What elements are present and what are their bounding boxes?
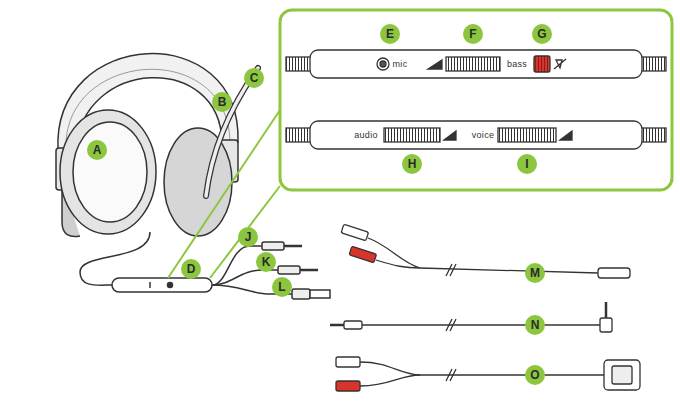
- cable: [362, 324, 600, 325]
- control-bottom: [286, 121, 666, 149]
- level-wedge: [428, 60, 442, 69]
- usb-plug: [292, 289, 310, 299]
- control-label: audio: [354, 130, 378, 140]
- inset-frame: [280, 10, 672, 190]
- plug-tip: [330, 324, 344, 327]
- accessory-cables: [330, 224, 640, 391]
- ear-cup-front: [60, 110, 156, 234]
- rca-plug-red: [349, 246, 377, 263]
- callout-letter: C: [244, 68, 264, 88]
- cable: [212, 270, 278, 285]
- cable: [360, 375, 420, 386]
- audio-plug: [344, 321, 362, 329]
- rca-socket-white: [336, 357, 360, 367]
- inline-control: [112, 278, 212, 292]
- control-label: mic: [393, 59, 408, 69]
- usb-tip: [310, 290, 330, 298]
- rca-plug-white: [341, 224, 369, 241]
- callout-letter: G: [532, 24, 552, 44]
- strain-relief: [286, 128, 312, 142]
- extension-jack: [598, 268, 630, 278]
- strain-relief: [640, 57, 666, 71]
- control-label: bass: [507, 59, 527, 69]
- level-wedge: [444, 131, 456, 140]
- callout-letter: K: [256, 252, 276, 272]
- control-mark: [149, 282, 151, 288]
- cable: [376, 260, 420, 268]
- callout-letter: E: [380, 24, 400, 44]
- callout-letter: N: [525, 315, 545, 335]
- mute-icon: [554, 59, 566, 69]
- control-top: [286, 50, 666, 78]
- audio-plug: [262, 242, 284, 250]
- cable: [80, 232, 150, 285]
- cable: [368, 238, 598, 273]
- connector-face: [612, 366, 632, 384]
- plug-tip: [605, 302, 608, 318]
- plug-tip: [284, 245, 302, 248]
- console-connector: [604, 360, 640, 390]
- strain-relief: [640, 128, 666, 142]
- callout-letter: L: [272, 277, 292, 297]
- control-mark: [168, 283, 173, 288]
- inset-leader: [210, 186, 280, 278]
- strain-relief: [286, 57, 312, 71]
- ear-cup-back: [164, 128, 232, 236]
- cable-break: [446, 319, 456, 331]
- mute-slider: [534, 56, 550, 72]
- level-wedge: [560, 131, 572, 140]
- cable-break: [446, 369, 456, 381]
- callout-letter: B: [212, 92, 232, 112]
- inset-leader: [168, 110, 280, 278]
- callout-letter: H: [402, 154, 422, 174]
- callout-letter: F: [463, 24, 483, 44]
- cable-break: [446, 264, 456, 276]
- plug-tip: [300, 269, 318, 272]
- ear-cushion: [73, 122, 147, 222]
- bass-wheel: [446, 57, 500, 71]
- mic-plug: [278, 266, 300, 274]
- angled-plug: [600, 318, 612, 332]
- callout-letter: A: [87, 140, 107, 160]
- callout-letter: O: [525, 365, 545, 385]
- mic-jack-hole: [380, 61, 386, 67]
- voice-wheel: [498, 128, 556, 142]
- callout-letter: I: [517, 154, 537, 174]
- control-body: [310, 121, 642, 149]
- callout-letter: J: [238, 227, 258, 247]
- audio-wheel: [384, 128, 440, 142]
- rca-socket-red: [336, 381, 360, 391]
- mic-jack: [377, 58, 389, 70]
- control-label: voice: [472, 130, 495, 140]
- callout-letter: D: [181, 259, 201, 279]
- control-body: [310, 50, 642, 78]
- callout-letter: M: [525, 263, 545, 283]
- cable: [420, 374, 604, 375]
- cable: [360, 362, 420, 375]
